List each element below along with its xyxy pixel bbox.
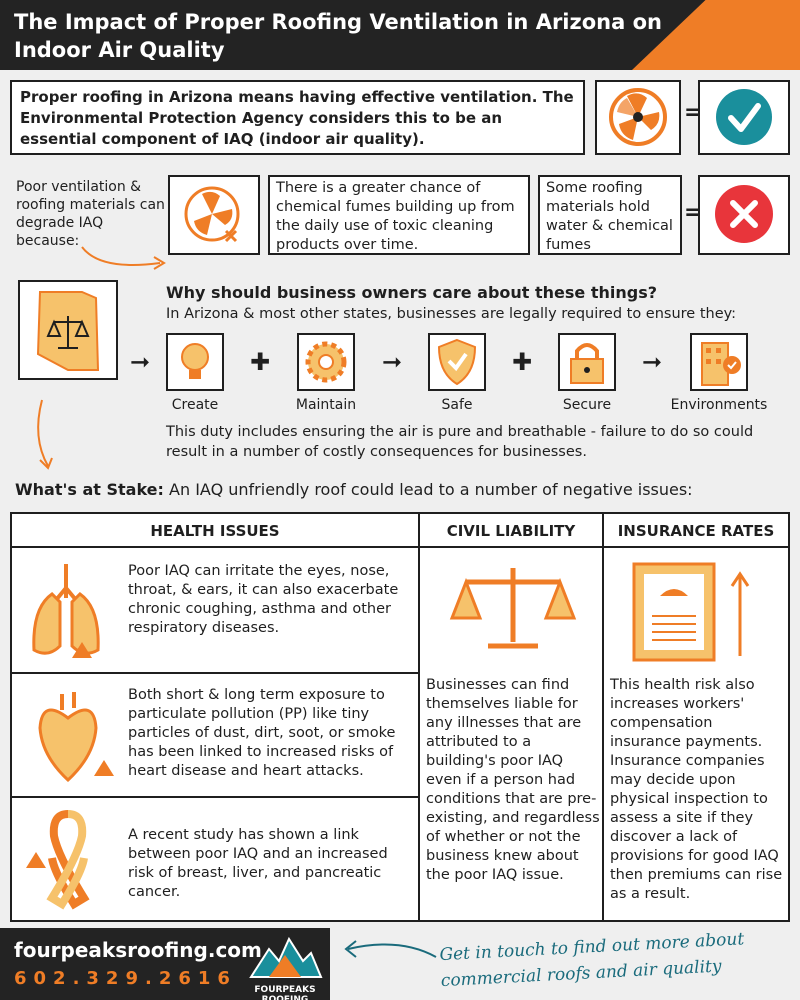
health-issue-text: Both short & long term exposure to parti…: [128, 687, 396, 779]
step-label: Environments: [670, 397, 768, 413]
civil-liability-text: Businesses can find themselves liable fo…: [426, 677, 600, 883]
plus-icon: ✚: [512, 348, 533, 376]
stake-text: An IAQ unfriendly roof could lead to a n…: [169, 480, 693, 499]
x-icon-box: [698, 175, 790, 255]
step-label: Maintain: [295, 397, 357, 413]
phone-number[interactable]: 602.329.2616: [14, 968, 237, 989]
stake-label: What's at Stake:: [15, 480, 164, 499]
health-issue-text: A recent study has shown a link between …: [128, 827, 388, 900]
health-issue-text: Poor IAQ can irritate the eyes, nose, th…: [128, 563, 399, 636]
heart-icon: [38, 692, 114, 783]
stake-line: What's at Stake: An IAQ unfriendly roof …: [15, 480, 693, 499]
lightbulb-icon: [166, 333, 224, 391]
table-header: CIVIL LIABILITY: [420, 514, 602, 548]
arizona-law-icon: [18, 280, 118, 380]
insurance-text: This health risk also increases workers'…: [610, 677, 783, 902]
roofing-materials-text: Some roofing materials hold water & chem…: [538, 175, 682, 255]
check-icon-box: [698, 80, 790, 155]
arrow-icon: ➞: [130, 348, 151, 376]
step-label: Safe: [441, 397, 473, 413]
logo-text: FOURPEAKS ROOFING: [254, 985, 316, 1000]
lock-icon: [558, 333, 616, 391]
gear-icon: [297, 333, 355, 391]
arrow-icon: ➞: [642, 348, 663, 376]
arrow-icon: ➞: [382, 348, 403, 376]
step-label: Secure: [562, 397, 612, 413]
step-label: Create: [171, 397, 219, 413]
why-heading: Why should business owners care about th…: [166, 283, 658, 302]
building-icon: [690, 333, 748, 391]
duty-text: This duty includes ensuring the air is p…: [166, 424, 754, 460]
page-title: The Impact of Proper Roofing Ventilation…: [14, 10, 662, 62]
header-bar: [0, 0, 800, 70]
plus-icon: ✚: [250, 348, 271, 376]
chemical-fumes-text: There is a greater chance of chemical fu…: [268, 175, 530, 255]
cancer-ribbon-icon: [26, 810, 90, 910]
legal-requirement-text: In Arizona & most other states, business…: [166, 306, 737, 322]
scales-icon: [449, 568, 577, 649]
equals-sign: =: [684, 200, 703, 225]
arrow-icon: [344, 940, 437, 958]
check-icon: [716, 89, 772, 145]
intro-text: Proper roofing in Arizona means having e…: [10, 80, 585, 155]
x-icon: [715, 185, 773, 243]
arrow-icon: [37, 399, 53, 470]
equals-sign: =: [684, 100, 703, 125]
ventilation-fan-icon: [595, 80, 681, 155]
table-header: INSURANCE RATES: [604, 514, 788, 548]
broken-fan-icon: [168, 175, 260, 255]
website-link[interactable]: fourpeaksroofing.com: [14, 938, 262, 962]
poor-ventilation-text: Poor ventilation & roofing materials can…: [16, 179, 165, 249]
company-logo: FOURPEAKS ROOFING: [245, 933, 325, 1000]
issues-table: HEALTH ISSUES CIVIL LIABILITY INSURANCE …: [10, 512, 790, 922]
insurance-clipboard-icon: [632, 562, 750, 662]
arrow-icon: [81, 246, 166, 270]
lungs-icon: [32, 564, 100, 658]
table-header: HEALTH ISSUES: [12, 514, 418, 548]
shield-icon: [428, 333, 486, 391]
